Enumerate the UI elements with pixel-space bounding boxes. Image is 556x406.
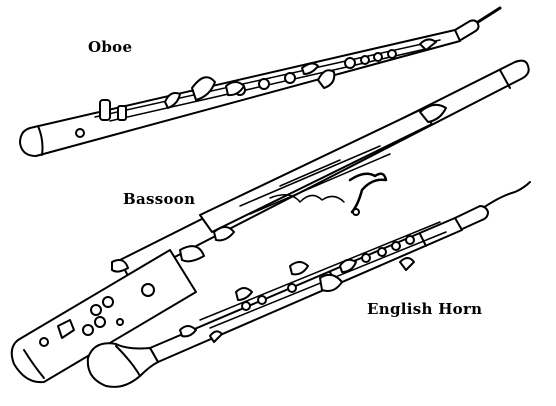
- oboe-reed: [476, 6, 502, 24]
- english-horn-drawing: [86, 181, 531, 388]
- bassoon-bocal: [348, 172, 388, 214]
- bassoon-tone-holes: [39, 283, 155, 347]
- oboe-label: Oboe: [88, 38, 133, 56]
- english-horn-label: English Horn: [367, 300, 483, 318]
- bassoon-boot-joint: [10, 249, 197, 384]
- oboe-drawing: [19, 6, 502, 157]
- english-horn-tone-holes: [241, 235, 415, 311]
- bassoon-drawing: [10, 59, 530, 384]
- bassoon-label: Bassoon: [123, 190, 196, 208]
- english-horn-bocal: [479, 181, 531, 211]
- english-horn-bell: [86, 342, 159, 388]
